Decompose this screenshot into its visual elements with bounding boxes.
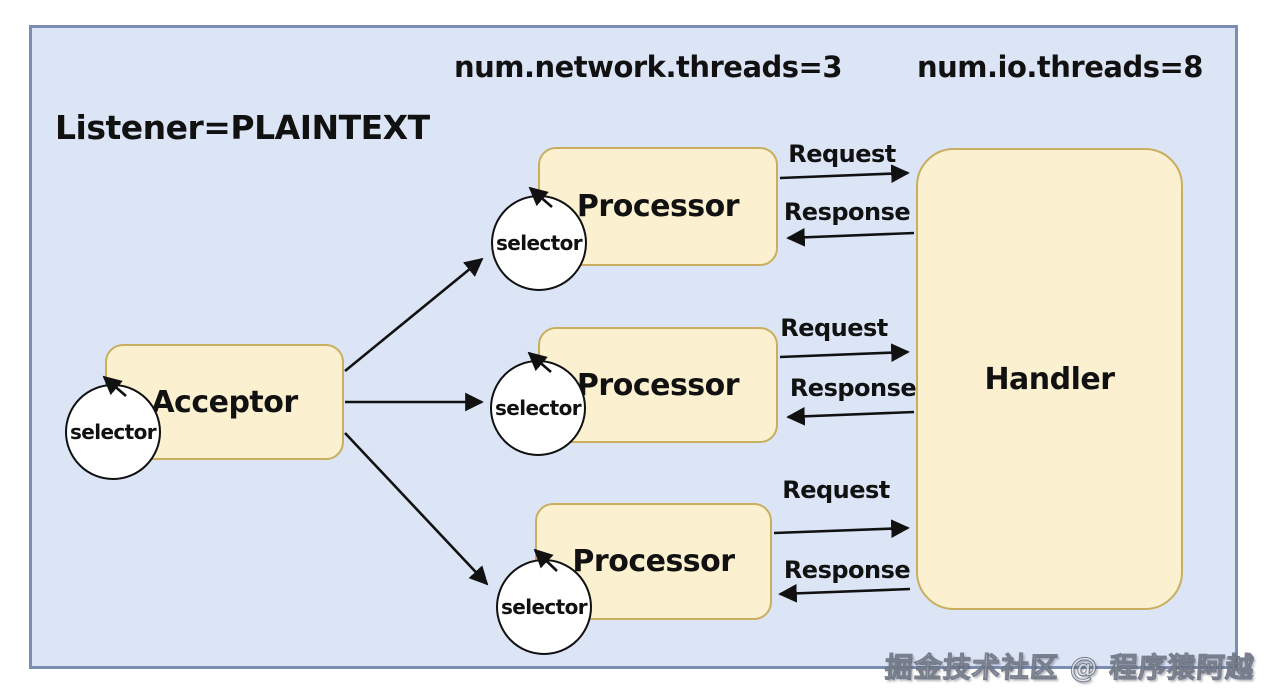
acceptor-selector-label: selector <box>69 420 157 444</box>
watermark-text: 掘金技术社区 @ 程序猿阿越 <box>883 651 1256 685</box>
processor-1-selector-label: selector <box>495 231 583 255</box>
acceptor-selector-circle: selector <box>65 384 161 480</box>
handler-node: Handler <box>916 148 1183 610</box>
request-label-3: Request <box>782 476 890 504</box>
handler-label: Handler <box>984 361 1115 397</box>
response-label-2: Response <box>789 374 917 402</box>
response-label-1: Response <box>783 198 911 226</box>
processor-2-label: Processor <box>576 367 740 403</box>
processor-1-selector-circle: selector <box>491 195 587 291</box>
processor-1-label: Processor <box>576 189 740 224</box>
request-label-2: Request <box>780 314 888 342</box>
processor-3-selector-circle: selector <box>496 559 592 655</box>
num-network-threads-label: num.network.threads=3 <box>453 50 843 84</box>
processor-2-selector-label: selector <box>494 396 582 420</box>
processor-3-label: Processor <box>572 544 735 579</box>
request-label-1: Request <box>788 140 896 168</box>
processor-2-selector-circle: selector <box>490 360 586 456</box>
processor-3-selector-label: selector <box>500 595 588 619</box>
response-label-3: Response <box>783 556 911 584</box>
acceptor-label: Acceptor <box>151 384 298 420</box>
num-io-threads-label: num.io.threads=8 <box>917 50 1203 84</box>
listener-plaintext-label: Listener=PLAINTEXT <box>55 108 430 147</box>
